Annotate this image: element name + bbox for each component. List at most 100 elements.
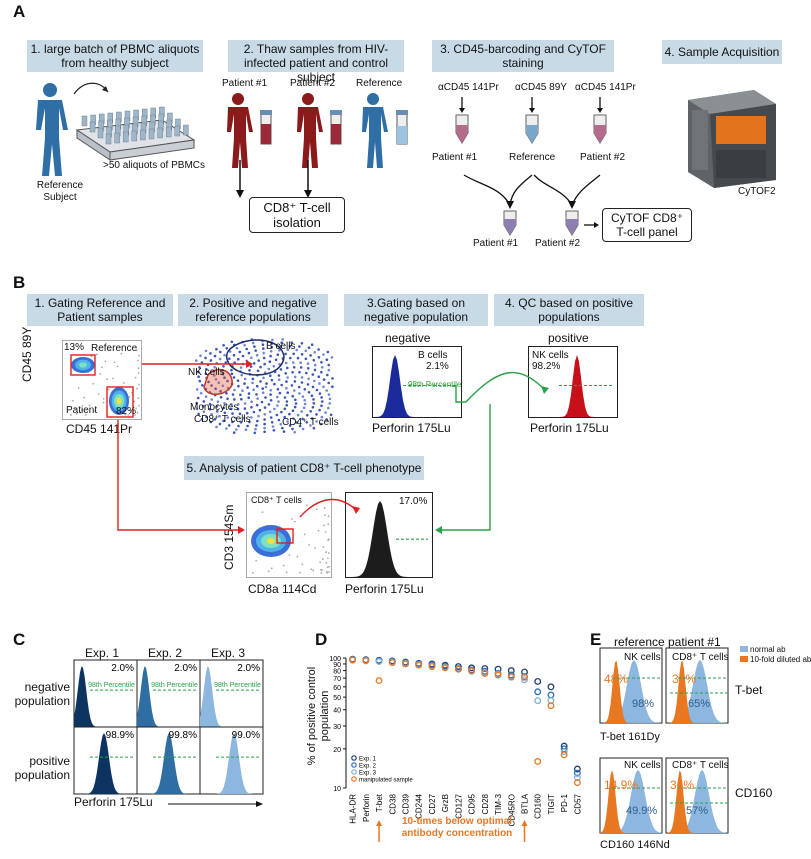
tsne-cell bbox=[204, 356, 207, 360]
tsne-cell bbox=[293, 430, 296, 434]
b4-pct: 98.2% bbox=[532, 361, 561, 372]
b5-event bbox=[327, 552, 330, 554]
b-tube-patient2-label: Patient #2 bbox=[580, 152, 626, 163]
tsne-cell bbox=[288, 424, 292, 427]
b5-event bbox=[323, 524, 325, 527]
tsne-cell bbox=[234, 416, 238, 420]
tsne-cell bbox=[271, 425, 275, 428]
c-percentage: 99.8% bbox=[169, 730, 197, 741]
b-step1: 1. Gating Reference and Patient samples bbox=[34, 296, 166, 324]
a-patient2-label: Patient #2 bbox=[290, 78, 336, 89]
tsne-cell bbox=[207, 380, 210, 384]
tsne-cell bbox=[265, 382, 268, 385]
tsne-cell bbox=[318, 408, 321, 412]
d-legend-label: manipulated sample bbox=[359, 778, 413, 784]
tsne-cell bbox=[242, 416, 246, 420]
gate-patient-pct: 82% bbox=[116, 406, 137, 417]
tsne-cell bbox=[275, 413, 279, 417]
d-legend-marker bbox=[351, 769, 357, 775]
tsne-cell bbox=[230, 368, 233, 372]
e-cell bbox=[599, 647, 663, 724]
tsne-cell bbox=[218, 414, 221, 418]
tsne-cell bbox=[312, 426, 316, 430]
tsne-cell bbox=[307, 391, 311, 394]
b5-event bbox=[306, 504, 308, 507]
tsne-cell bbox=[326, 350, 330, 354]
aliquot-tube bbox=[114, 132, 120, 144]
tsne-cell bbox=[324, 411, 327, 414]
d-category-label: CD160 bbox=[534, 793, 543, 818]
d-category-label: CD38 bbox=[388, 793, 397, 814]
e-cd160-nk-bl: 49.9% bbox=[626, 805, 658, 817]
d-category-label: GrzB bbox=[441, 794, 450, 812]
tsne-cell bbox=[230, 402, 233, 406]
b-step3: 3.Gating based on negative population bbox=[363, 296, 469, 324]
gate-event bbox=[136, 387, 139, 390]
tube-reference-icon bbox=[525, 114, 539, 144]
tsne-cell bbox=[278, 349, 281, 352]
d-ytick-label: 10 bbox=[333, 786, 341, 793]
patient2-person-icon bbox=[297, 93, 323, 168]
b5-event bbox=[317, 529, 320, 532]
b4-histogram-fill bbox=[529, 355, 617, 417]
e-hist-normal bbox=[666, 660, 728, 723]
e-cd160-nk-or: 14.9% bbox=[604, 778, 639, 792]
tsne-cell bbox=[278, 391, 282, 395]
tsne-cell bbox=[281, 338, 284, 341]
tsne-cell bbox=[237, 384, 240, 388]
b5-xlabel-hist: Perforin 175Lu bbox=[345, 582, 424, 596]
c-row-positive: positive population bbox=[14, 754, 70, 782]
tsne-cell bbox=[228, 350, 232, 353]
e-legend-normal: normal ab bbox=[740, 645, 786, 654]
person-icon bbox=[36, 83, 68, 176]
b5-event bbox=[270, 567, 273, 570]
b3-pct: 2.1% bbox=[426, 361, 449, 372]
tsne-cell bbox=[231, 420, 234, 424]
tsne-cell bbox=[252, 362, 256, 365]
tsne-cell bbox=[230, 372, 234, 376]
b5-event bbox=[255, 559, 258, 562]
b5-event bbox=[308, 543, 311, 546]
e-histograms bbox=[599, 647, 730, 834]
tsne-cell bbox=[208, 402, 212, 406]
tsne-cell bbox=[291, 361, 295, 364]
gate-event bbox=[70, 414, 72, 416]
b3-pop: B cells bbox=[418, 350, 448, 361]
tsne-cell bbox=[317, 375, 321, 378]
tsne-cell bbox=[221, 384, 225, 388]
tsne-cell bbox=[304, 349, 308, 353]
tsne-cell bbox=[248, 369, 251, 372]
gate-event bbox=[102, 401, 105, 404]
a-step2: 2. Thaw samples from HIV-infected patien… bbox=[243, 42, 389, 84]
gate-event bbox=[138, 354, 140, 357]
tsne-cell bbox=[253, 431, 257, 435]
nk-gate bbox=[203, 368, 233, 395]
tsne-cell bbox=[262, 351, 265, 355]
a-step3-box: 3. CD45-barcoding and CyTOF staining bbox=[432, 40, 614, 72]
cd8-isolation-line2: isolation bbox=[273, 215, 321, 230]
c-cell: 2.0%98th Percentile bbox=[73, 659, 138, 728]
b5-event bbox=[327, 523, 330, 526]
tsne-cell bbox=[277, 418, 281, 422]
tsne-cell bbox=[226, 379, 229, 383]
tsne-cell bbox=[311, 406, 315, 409]
tsne-cell bbox=[298, 345, 301, 348]
tsne-cell bbox=[300, 353, 304, 356]
gate-event bbox=[88, 404, 91, 407]
d-point bbox=[573, 765, 581, 773]
a-step1-box: 1. large batch of PBMC aliquots from hea… bbox=[27, 40, 203, 72]
tsne-cell bbox=[255, 353, 259, 357]
e-legend-swatch-normal bbox=[740, 646, 748, 652]
tsne-cell bbox=[250, 416, 253, 419]
c-histogram bbox=[200, 666, 263, 727]
e-cd160-pt-or: 36% bbox=[670, 778, 695, 792]
tube-patient2-icon bbox=[593, 114, 607, 144]
tsne-cell bbox=[305, 371, 308, 375]
tsne-cell bbox=[257, 414, 260, 418]
tsne-cell bbox=[222, 365, 225, 368]
c-histogram bbox=[137, 733, 200, 794]
reference-subject-illustration bbox=[36, 82, 196, 176]
isolation-arrows bbox=[236, 160, 312, 198]
d-point bbox=[534, 688, 542, 696]
